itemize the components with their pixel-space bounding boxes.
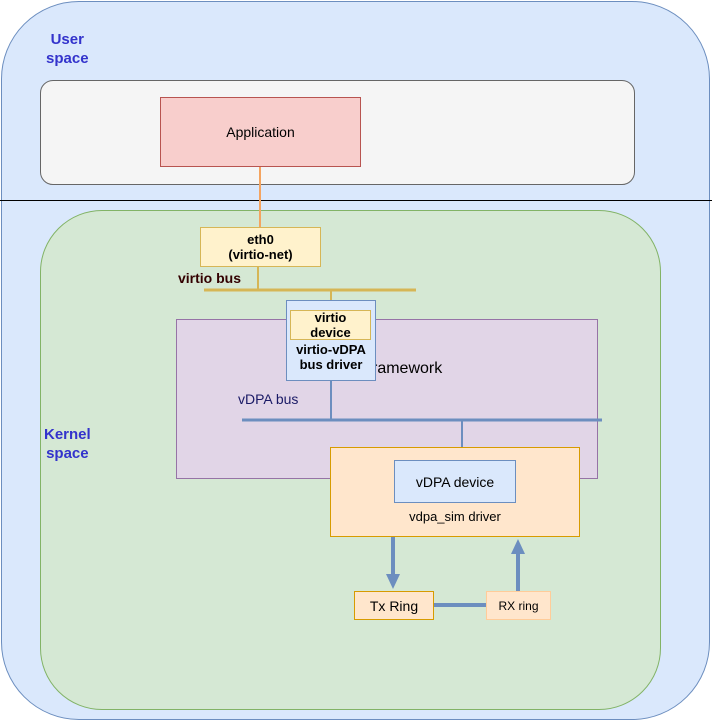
tx-arrow-head bbox=[386, 574, 400, 589]
tx-ring-label: Tx Ring bbox=[369, 597, 419, 614]
virtio-device-label: virtio device bbox=[310, 310, 351, 340]
vdpa-device-label: vDPA device bbox=[415, 473, 495, 490]
kernel-space-label: Kernel space bbox=[44, 426, 91, 462]
rx-arrow-head bbox=[511, 539, 525, 554]
vdpa-bus-label: vDPA bus bbox=[238, 391, 299, 407]
tx-ring-box: Tx Ring bbox=[354, 591, 434, 620]
vdpa-device-box: vDPA device bbox=[394, 460, 516, 503]
virtio-device-box: virtio device bbox=[290, 310, 371, 340]
framework-label: ramework bbox=[372, 360, 443, 377]
eth0-box: eth0 (virtio-net) bbox=[200, 227, 321, 267]
virtio-vdpa-bus-driver-label: virtio-vDPA bus driver bbox=[296, 342, 366, 372]
user-kernel-divider bbox=[0, 200, 712, 201]
application-label: Application bbox=[226, 124, 295, 140]
eth0-label: eth0 (virtio-net) bbox=[228, 232, 293, 262]
virtio-bus-label: virtio bus bbox=[178, 270, 242, 286]
application-box: Application bbox=[160, 97, 361, 167]
user-space-label: User space bbox=[46, 31, 89, 67]
rx-ring-box: RX ring bbox=[486, 591, 551, 620]
vdpa-sim-driver-label: vdpa_sim driver bbox=[409, 509, 501, 524]
rx-ring-label: RX ring bbox=[498, 598, 539, 613]
